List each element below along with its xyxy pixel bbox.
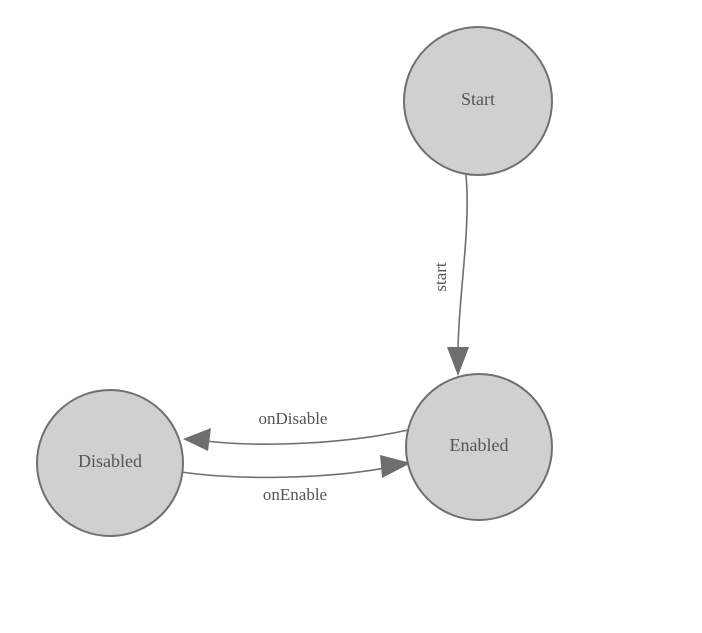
edge-label-start: start [431, 262, 450, 292]
node-start-circle[interactable] [403, 26, 553, 176]
edge-start-to-enabled-path [457, 174, 468, 353]
edge-enabled-to-disabled-arrowhead [183, 428, 211, 451]
edge-label-ondisable: onDisable [259, 409, 328, 428]
edge-disabled-to-enabled-arrowhead [380, 455, 411, 478]
node-start[interactable]: Start [403, 26, 553, 176]
edge-enabled-to-disabled[interactable]: onDisable [183, 409, 409, 451]
node-disabled-label: Disabled [78, 451, 142, 471]
edge-start-to-enabled-arrowhead [447, 347, 469, 376]
node-enabled[interactable]: Enabled [405, 373, 553, 521]
node-enabled-circle[interactable] [405, 373, 553, 521]
node-enabled-label: Enabled [450, 435, 509, 455]
edge-enabled-to-disabled-path [205, 429, 409, 445]
edge-start-to-enabled[interactable]: start [431, 174, 469, 376]
node-disabled-circle[interactable] [36, 389, 184, 537]
node-start-label: Start [461, 89, 495, 109]
edge-disabled-to-enabled[interactable]: onEnable [180, 455, 411, 504]
edge-label-onenable: onEnable [263, 485, 327, 504]
node-disabled[interactable]: Disabled [36, 389, 184, 537]
edge-disabled-to-enabled-path [180, 467, 386, 479]
